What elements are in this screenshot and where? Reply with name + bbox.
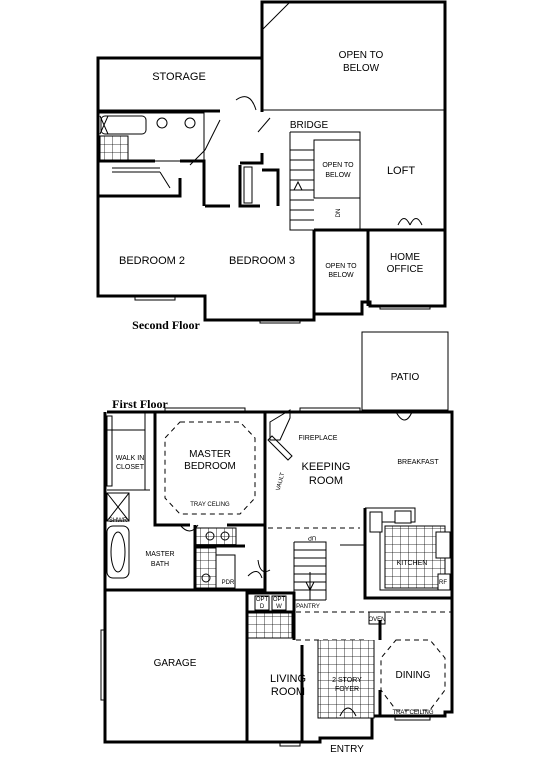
open-to-below-stair-line2: BELOW [325, 172, 351, 179]
master-bedroom-line2: BEDROOM [184, 461, 236, 472]
master-bath-line2: BATH [151, 561, 169, 568]
second-floor-title: Second Floor [132, 318, 200, 332]
open-to-below-small-line1: OPEN TO [325, 263, 357, 270]
garage-label: GARAGE [154, 658, 197, 669]
shwr-label: SHWR [109, 518, 128, 524]
foyer-line1: 2 STORY [332, 677, 362, 684]
walk-in-closet-line1: WALK IN [116, 455, 145, 462]
oven-label: OVEN [368, 617, 385, 623]
master-bath-line1: MASTER [145, 551, 174, 558]
storage-label: STORAGE [152, 71, 206, 83]
opt-d-line1: OPT [256, 597, 269, 603]
dining-label: DINING [396, 670, 431, 681]
keeping-room-line1: KEEPING [302, 461, 351, 473]
bedroom3-label: BEDROOM 3 [229, 255, 295, 267]
tray-ceiling-master-label: TRAY CELING [190, 502, 230, 508]
pdr-label: PDR [222, 580, 235, 586]
kitchen-label: KITCHEN [397, 560, 428, 567]
breakfast-label: BREAKFAST [397, 459, 439, 466]
foyer-line2: FOYER [335, 686, 359, 693]
opt-w-line2: W [276, 604, 282, 610]
vault-label: VAULT [276, 472, 287, 492]
first-floor-title: First Floor [112, 397, 168, 411]
fireplace-label: FIREPLACE [299, 435, 338, 442]
bridge-label: BRIDGE [290, 120, 329, 131]
keeping-room-line2: ROOM [309, 475, 343, 487]
opt-d-line2: D [260, 604, 265, 610]
first-floor-plan: PATIO First Floor WALK IN CLOSET MASTER … [100, 331, 454, 755]
dn-label: DN [336, 209, 342, 218]
patio-label: PATIO [391, 372, 420, 383]
entry-label: ENTRY [330, 744, 364, 755]
up-label: UP [308, 534, 316, 540]
tray-ceiling-dining-label: TRAY CEILING [392, 710, 433, 716]
home-office-line2: OFFICE [387, 264, 424, 275]
rf-label: RF [439, 580, 447, 586]
home-office-line1: HOME [390, 252, 420, 263]
open-to-below-top-line1: OPEN TO [339, 50, 384, 61]
walk-in-closet-line2: CLOSET [116, 464, 145, 471]
loft-label: LOFT [387, 165, 415, 177]
master-bedroom-line1: MASTER [189, 449, 231, 460]
pantry-label: PANTRY [296, 604, 320, 610]
second-floor-plan: STORAGE OPEN TO BELOW BRIDGE OPEN TO BEL… [96, 0, 447, 332]
open-to-below-small-line2: BELOW [328, 272, 354, 279]
bedroom2-label: BEDROOM 2 [119, 255, 185, 267]
open-to-below-stair-line1: OPEN TO [322, 162, 354, 169]
living-room-line1: LIVING [270, 673, 306, 685]
open-to-below-top-line2: BELOW [343, 63, 380, 74]
living-room-line2: ROOM [271, 686, 305, 698]
opt-w-line1: OPT [273, 597, 286, 603]
